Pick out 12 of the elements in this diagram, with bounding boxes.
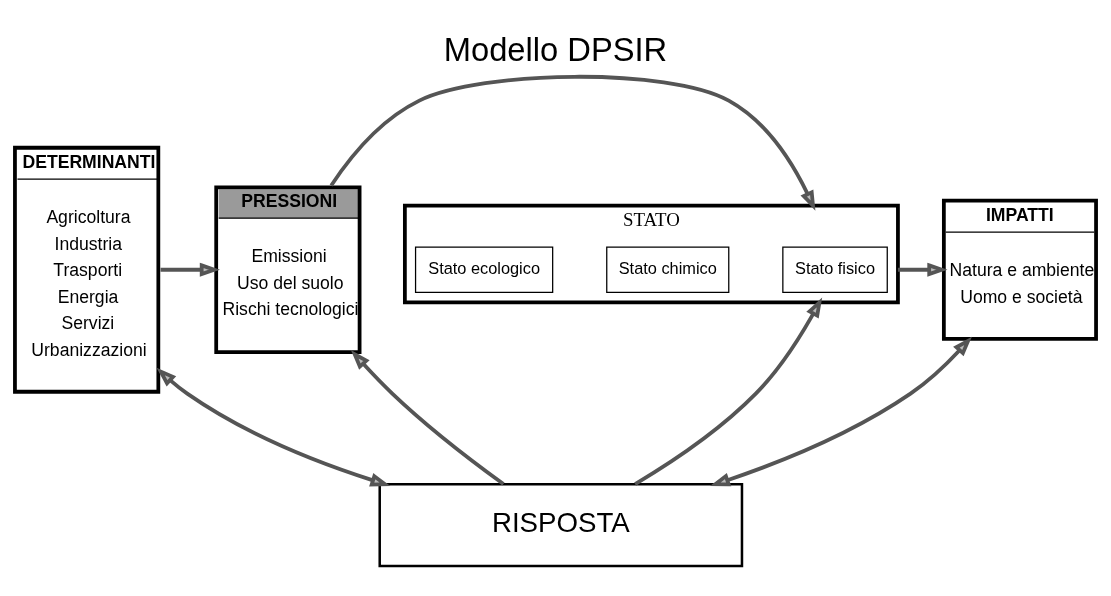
diagram-title: Modello DPSIR <box>443 31 668 69</box>
arrow <box>329 74 816 211</box>
arrow <box>160 262 220 277</box>
node-box: RISPOSTA <box>378 482 744 568</box>
arrow <box>897 262 948 277</box>
node-box: Stato ecologico <box>414 246 554 293</box>
arrow <box>634 297 823 486</box>
node-box: Stato chimico <box>606 246 730 293</box>
arrow <box>350 350 505 486</box>
arrow <box>156 367 391 487</box>
node-box: Stato fisico <box>782 246 888 293</box>
arrow <box>709 336 972 487</box>
